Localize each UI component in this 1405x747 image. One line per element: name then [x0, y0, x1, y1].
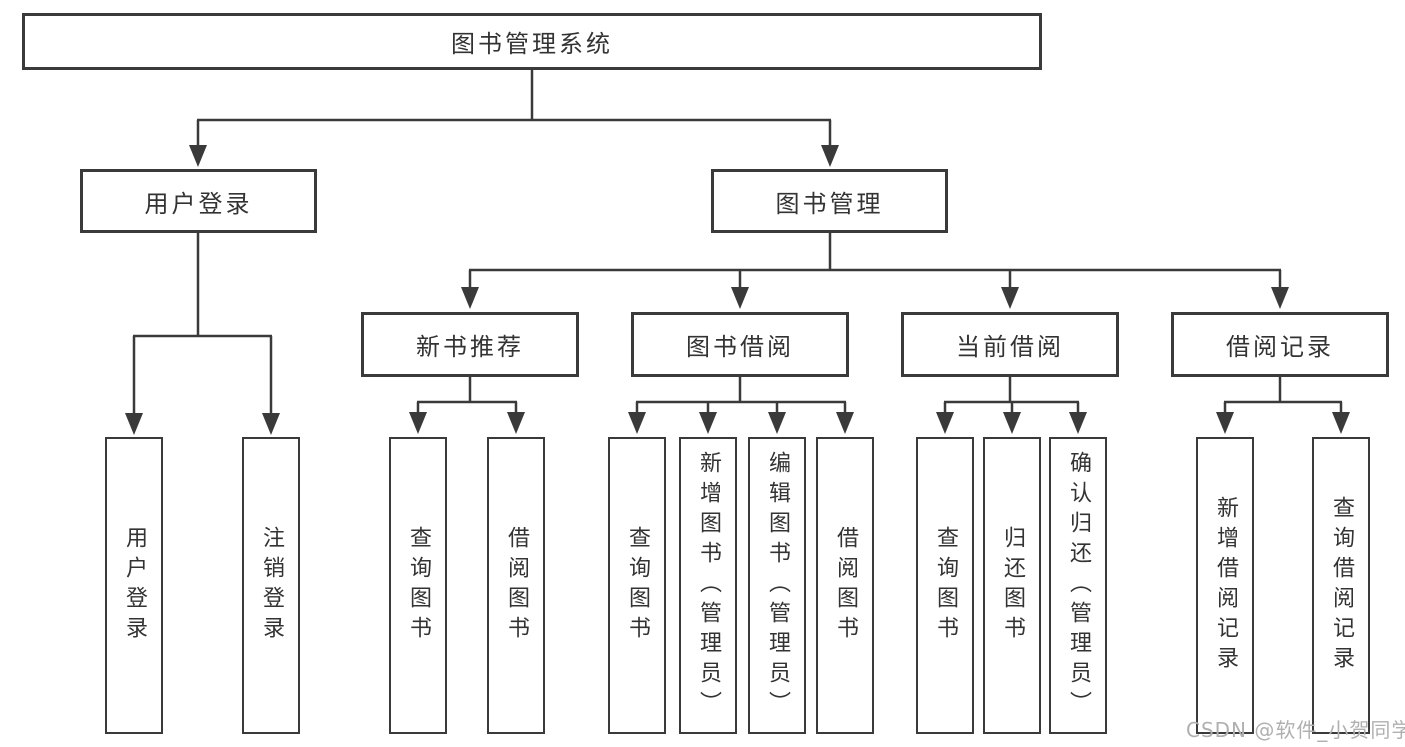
leaf-query-book-recommend-label: 查询图书	[406, 525, 431, 646]
node-new-book-recommend: 新书推荐	[361, 312, 579, 377]
leaf-borrow-book-recommend-label: 借阅图书	[504, 525, 529, 646]
leaf-confirm-return-admin-label: 确认归还（管理员）	[1066, 450, 1091, 721]
leaf-logout: 注销登录	[242, 437, 300, 734]
leaf-add-borrow-record-label: 新增借阅记录	[1213, 495, 1238, 676]
leaf-query-book-recommend: 查询图书	[389, 437, 447, 734]
node-user-login: 用户登录	[80, 169, 317, 233]
leaf-add-book-admin: 新增图书（管理员）	[679, 437, 737, 734]
leaf-add-borrow-record: 新增借阅记录	[1196, 437, 1254, 734]
node-book-borrow-label: 图书借阅	[686, 333, 794, 361]
leaf-user-login-label: 用户登录	[122, 525, 147, 646]
leaf-edit-book-admin-label: 编辑图书（管理员）	[765, 450, 790, 721]
leaf-query-borrow-record: 查询借阅记录	[1312, 437, 1370, 734]
node-borrow-records-label: 借阅记录	[1226, 333, 1334, 361]
leaf-logout-label: 注销登录	[259, 525, 284, 646]
node-book-management-label: 图书管理	[775, 189, 884, 218]
node-borrow-records: 借阅记录	[1171, 312, 1389, 377]
leaf-query-book-borrow: 查询图书	[608, 437, 666, 734]
leaf-borrow-book-label: 借阅图书	[833, 525, 858, 646]
node-root-label: 图书管理系统	[451, 30, 613, 58]
leaf-query-book-borrow-label: 查询图书	[625, 525, 650, 646]
node-book-borrow: 图书借阅	[631, 312, 849, 377]
node-user-login-label: 用户登录	[144, 189, 253, 218]
node-current-borrow: 当前借阅	[901, 312, 1119, 377]
csdn-watermark: CSDN @软件_小贺同学	[1186, 718, 1405, 742]
node-new-book-recommend-label: 新书推荐	[416, 333, 524, 361]
leaf-borrow-book: 借阅图书	[816, 437, 874, 734]
leaf-user-login: 用户登录	[105, 437, 163, 734]
node-root: 图书管理系统	[22, 13, 1042, 70]
node-book-management: 图书管理	[711, 169, 948, 233]
leaf-return-book: 归还图书	[983, 437, 1041, 734]
leaf-borrow-book-recommend: 借阅图书	[487, 437, 545, 734]
leaf-confirm-return-admin: 确认归还（管理员）	[1049, 437, 1107, 734]
leaf-query-borrow-record-label: 查询借阅记录	[1329, 495, 1354, 676]
node-current-borrow-label: 当前借阅	[956, 333, 1064, 361]
leaf-query-book-current-label: 查询图书	[933, 525, 958, 646]
leaf-edit-book-admin: 编辑图书（管理员）	[748, 437, 806, 734]
leaf-query-book-current: 查询图书	[916, 437, 974, 734]
arrowheads	[125, 145, 1350, 435]
leaf-return-book-label: 归还图书	[1000, 525, 1025, 646]
leaf-add-book-admin-label: 新增图书（管理员）	[696, 450, 721, 721]
